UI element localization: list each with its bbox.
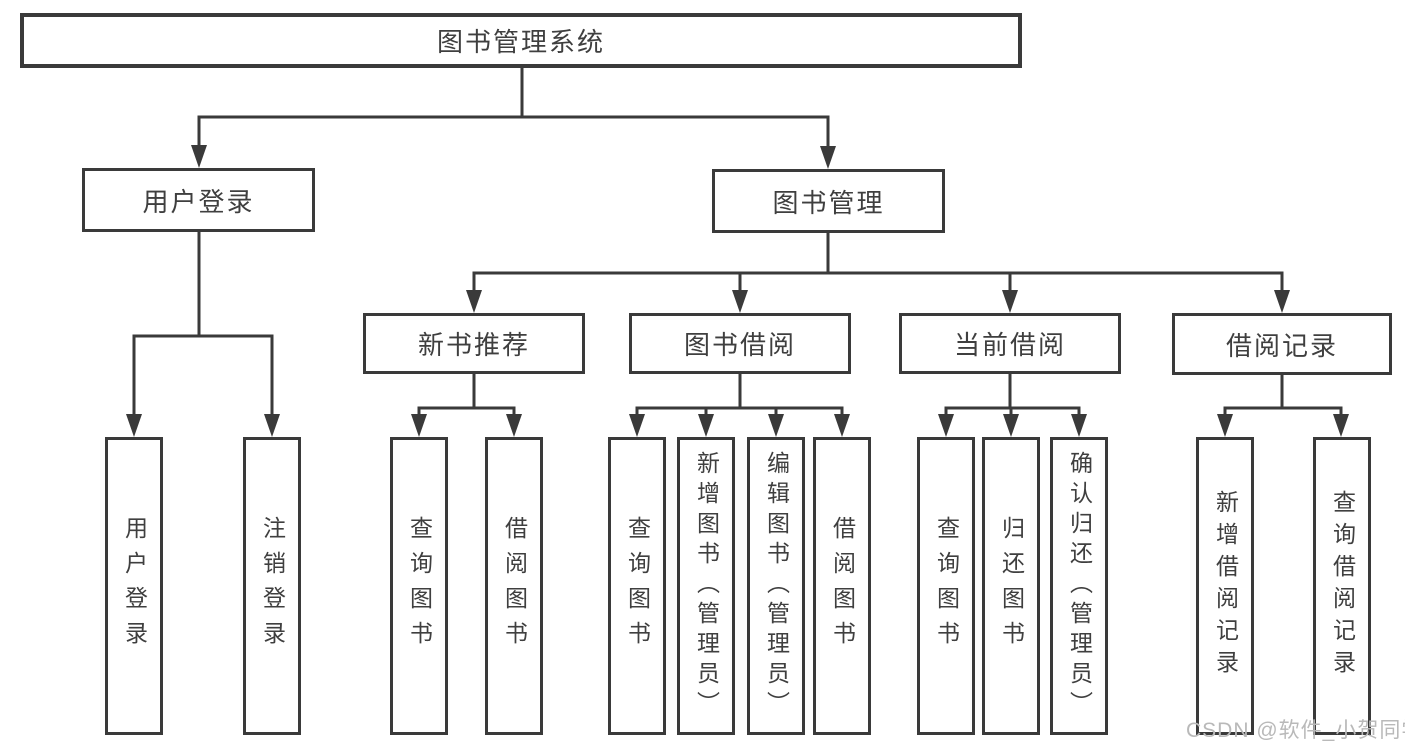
node-leaf-query-book-current: 查询图书 xyxy=(917,437,975,735)
node-leaf-user-login: 用户登录 xyxy=(105,437,163,735)
node-book-management: 图书管理 xyxy=(712,169,945,233)
node-leaf-query-book-recommend: 查询图书 xyxy=(390,437,448,735)
node-leaf-query-borrow-record: 查询借阅记录 xyxy=(1313,437,1371,735)
node-leaf-borrow-book-recommend: 借阅图书 xyxy=(485,437,543,735)
node-root: 图书管理系统 xyxy=(20,13,1022,68)
node-user-login: 用户登录 xyxy=(82,168,315,232)
node-leaf-add-book-admin: 新增图书（管理员） xyxy=(677,437,735,735)
node-leaf-edit-book-admin: 编辑图书（管理员） xyxy=(747,437,805,735)
node-book-borrow: 图书借阅 xyxy=(629,313,851,374)
node-leaf-return-book: 归还图书 xyxy=(982,437,1040,735)
node-borrow-record: 借阅记录 xyxy=(1172,313,1392,375)
node-leaf-confirm-return-admin: 确认归还（管理员） xyxy=(1050,437,1108,735)
node-leaf-add-borrow-record: 新增借阅记录 xyxy=(1196,437,1254,735)
node-new-book-recommend: 新书推荐 xyxy=(363,313,585,374)
node-current-borrow: 当前借阅 xyxy=(899,313,1121,374)
node-leaf-query-book-borrow: 查询图书 xyxy=(608,437,666,735)
node-leaf-logout: 注销登录 xyxy=(243,437,301,735)
csdn-watermark: CSDN @软件_小贺同学 xyxy=(1186,719,1405,742)
node-leaf-borrow-book: 借阅图书 xyxy=(813,437,871,735)
